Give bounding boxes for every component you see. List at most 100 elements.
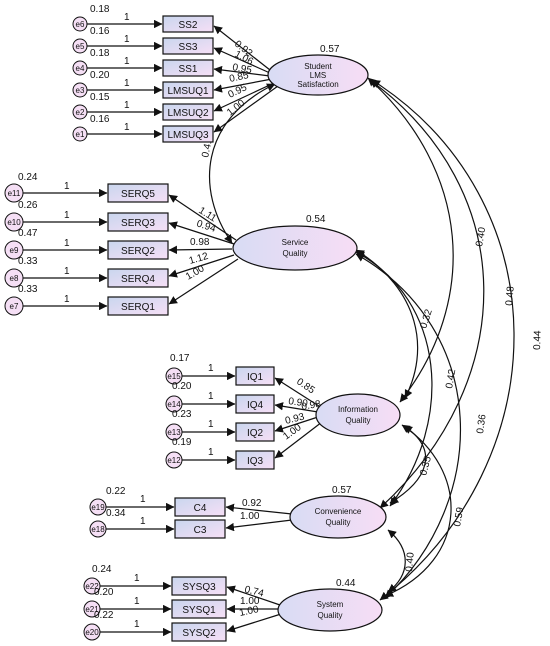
indicator-row-serq4: e8 0.33 1 SERQ4 1.12: [4, 251, 235, 288]
indicator-label: SERQ5: [121, 189, 155, 200]
loading-label: 0.95: [231, 62, 253, 76]
latent-r2: 0.54: [306, 214, 326, 225]
error-variance: 0.20: [94, 587, 114, 598]
fixed-path-label: 1: [124, 34, 130, 45]
indicator-label: C4: [194, 503, 207, 514]
loading-label: 0.90: [288, 396, 309, 410]
loading-label: 0.98: [190, 237, 210, 248]
fixed-path-label: 1: [124, 78, 130, 89]
loading-label: 1.00: [281, 422, 304, 443]
indicator-label: SS3: [179, 42, 198, 53]
cov-cq-sysq: [387, 529, 406, 593]
loading-label: 1.00: [184, 263, 207, 282]
loading-label: 0.74: [243, 584, 265, 599]
indicator-box: [162, 125, 214, 143]
latent-name-line: Quality: [283, 249, 308, 258]
error-variance: 0.24: [92, 564, 112, 575]
cov-iq-sysq: [384, 424, 452, 597]
error-label: e18: [91, 525, 105, 534]
error-label: e22: [85, 582, 99, 591]
cov-label-sq-cq: 0.42: [444, 368, 458, 390]
indicator-label: IQ1: [247, 372, 264, 383]
loading-label: 0.85: [294, 376, 317, 396]
indicator-box: [171, 576, 227, 596]
cov-sls-iq: [367, 77, 454, 403]
fixed-path-label: 1: [134, 619, 140, 630]
error-label: e9: [10, 246, 19, 255]
error-variance: 0.22: [94, 610, 114, 621]
loading-label: 0.92: [242, 498, 262, 509]
error-label: e7: [10, 302, 19, 311]
fixed-path-label: 1: [124, 56, 130, 67]
fixed-path-label: 1: [124, 12, 130, 23]
fixed-path-label: 1: [140, 516, 146, 527]
latent-convenience-quality: [289, 495, 387, 539]
cov-sq-iq: [355, 249, 419, 399]
cov-label-sls-iq: 0.40: [474, 226, 488, 248]
loading-label: 0.85: [228, 70, 250, 85]
cov-label-sq-sysq: 0.36: [475, 413, 489, 434]
error-label: e1: [76, 130, 85, 139]
indicator-row-sysq1: e21 0.20 1 SYSQ1 1.00: [83, 587, 278, 619]
error-variance: 0.34: [106, 508, 126, 519]
fixed-path-label: 1: [64, 181, 70, 192]
cov-sls-cq: [369, 79, 485, 509]
error-label: e8: [10, 274, 19, 283]
latent-r2: 0.57: [332, 485, 352, 496]
latent-name-line: System: [317, 600, 344, 609]
block-student-lms-satisfaction: e6 0.18 1 SS2 0.92 e5 0.16 1 SS3 1.06 e4…: [72, 4, 369, 143]
loading-label: 1.00: [240, 596, 260, 607]
indicator-box: [107, 268, 169, 288]
indicator-label: IQ2: [247, 428, 264, 439]
indicator-box: [107, 240, 169, 260]
indicator-label: SYSQ2: [182, 628, 216, 639]
indicator-label: SERQ4: [121, 274, 155, 285]
error-label: e19: [91, 503, 105, 512]
cov-label-sls-cq: 0.48: [504, 285, 517, 306]
fixed-path-label: 1: [208, 391, 214, 402]
indicator-label: IQ3: [247, 456, 264, 467]
indicator-row-ss2: e6 0.18 1 SS2 0.92: [72, 4, 271, 71]
indicator-label: SERQ2: [121, 246, 155, 257]
indicator-label: SYSQ3: [182, 582, 216, 593]
error-variance: 0.23: [172, 409, 192, 420]
indicator-box: [174, 519, 226, 539]
indicator-box: [162, 81, 214, 99]
error-variance: 0.15: [90, 92, 110, 103]
cov-sq-sysq: [355, 253, 461, 599]
latent-name-line: LMS: [310, 71, 326, 80]
latent-name-line: Service: [282, 238, 309, 247]
error-label: e12: [167, 456, 181, 465]
block-system-quality: e22 0.24 1 SYSQ3 0.74 e21 0.20 1 SYSQ1 1…: [83, 564, 383, 642]
error-variance: 0.47: [18, 228, 38, 239]
fixed-path-label: 1: [208, 363, 214, 374]
latent-name-line: Satisfaction: [297, 80, 338, 89]
indicator-row-c3: e18 0.34 1 C3 1.00: [89, 508, 293, 539]
indicator-label: SERQ3: [121, 218, 155, 229]
latent-name-line: Student: [304, 62, 332, 71]
fixed-path-label: 1: [64, 294, 70, 305]
indicator-label: IQ4: [247, 400, 264, 411]
indicator-box: [235, 366, 275, 386]
indicator-label: LMSUQ1: [167, 86, 209, 97]
error-label: e4: [76, 64, 85, 73]
indicator-box: [162, 59, 214, 77]
indicator-label: SS2: [179, 20, 198, 31]
error-label: e2: [76, 108, 85, 117]
error-variance: 0.17: [170, 353, 190, 364]
latent-name-line: Convenience: [315, 507, 362, 516]
fixed-path-label: 1: [124, 122, 130, 133]
indicator-box: [162, 37, 214, 55]
indicator-box: [107, 296, 169, 316]
error-variance: 0.22: [106, 486, 126, 497]
error-label: e15: [167, 372, 181, 381]
indicator-box: [162, 103, 214, 121]
error-label: e13: [167, 428, 181, 437]
indicator-row-iq2: e13 0.23 1 IQ2 0.93: [165, 409, 319, 442]
indicator-row-sysq3: e22 0.24 1 SYSQ3 0.74: [83, 564, 281, 606]
indicator-row-lmsuq1: e3 0.20 1 LMSUQ1 0.85: [72, 70, 273, 99]
indicator-label: C3: [194, 525, 207, 536]
indicator-row-serq2: e9 0.47 1 SERQ2 0.98: [4, 228, 233, 260]
error-label: e21: [85, 605, 99, 614]
loading-label: 1.00: [225, 97, 247, 118]
